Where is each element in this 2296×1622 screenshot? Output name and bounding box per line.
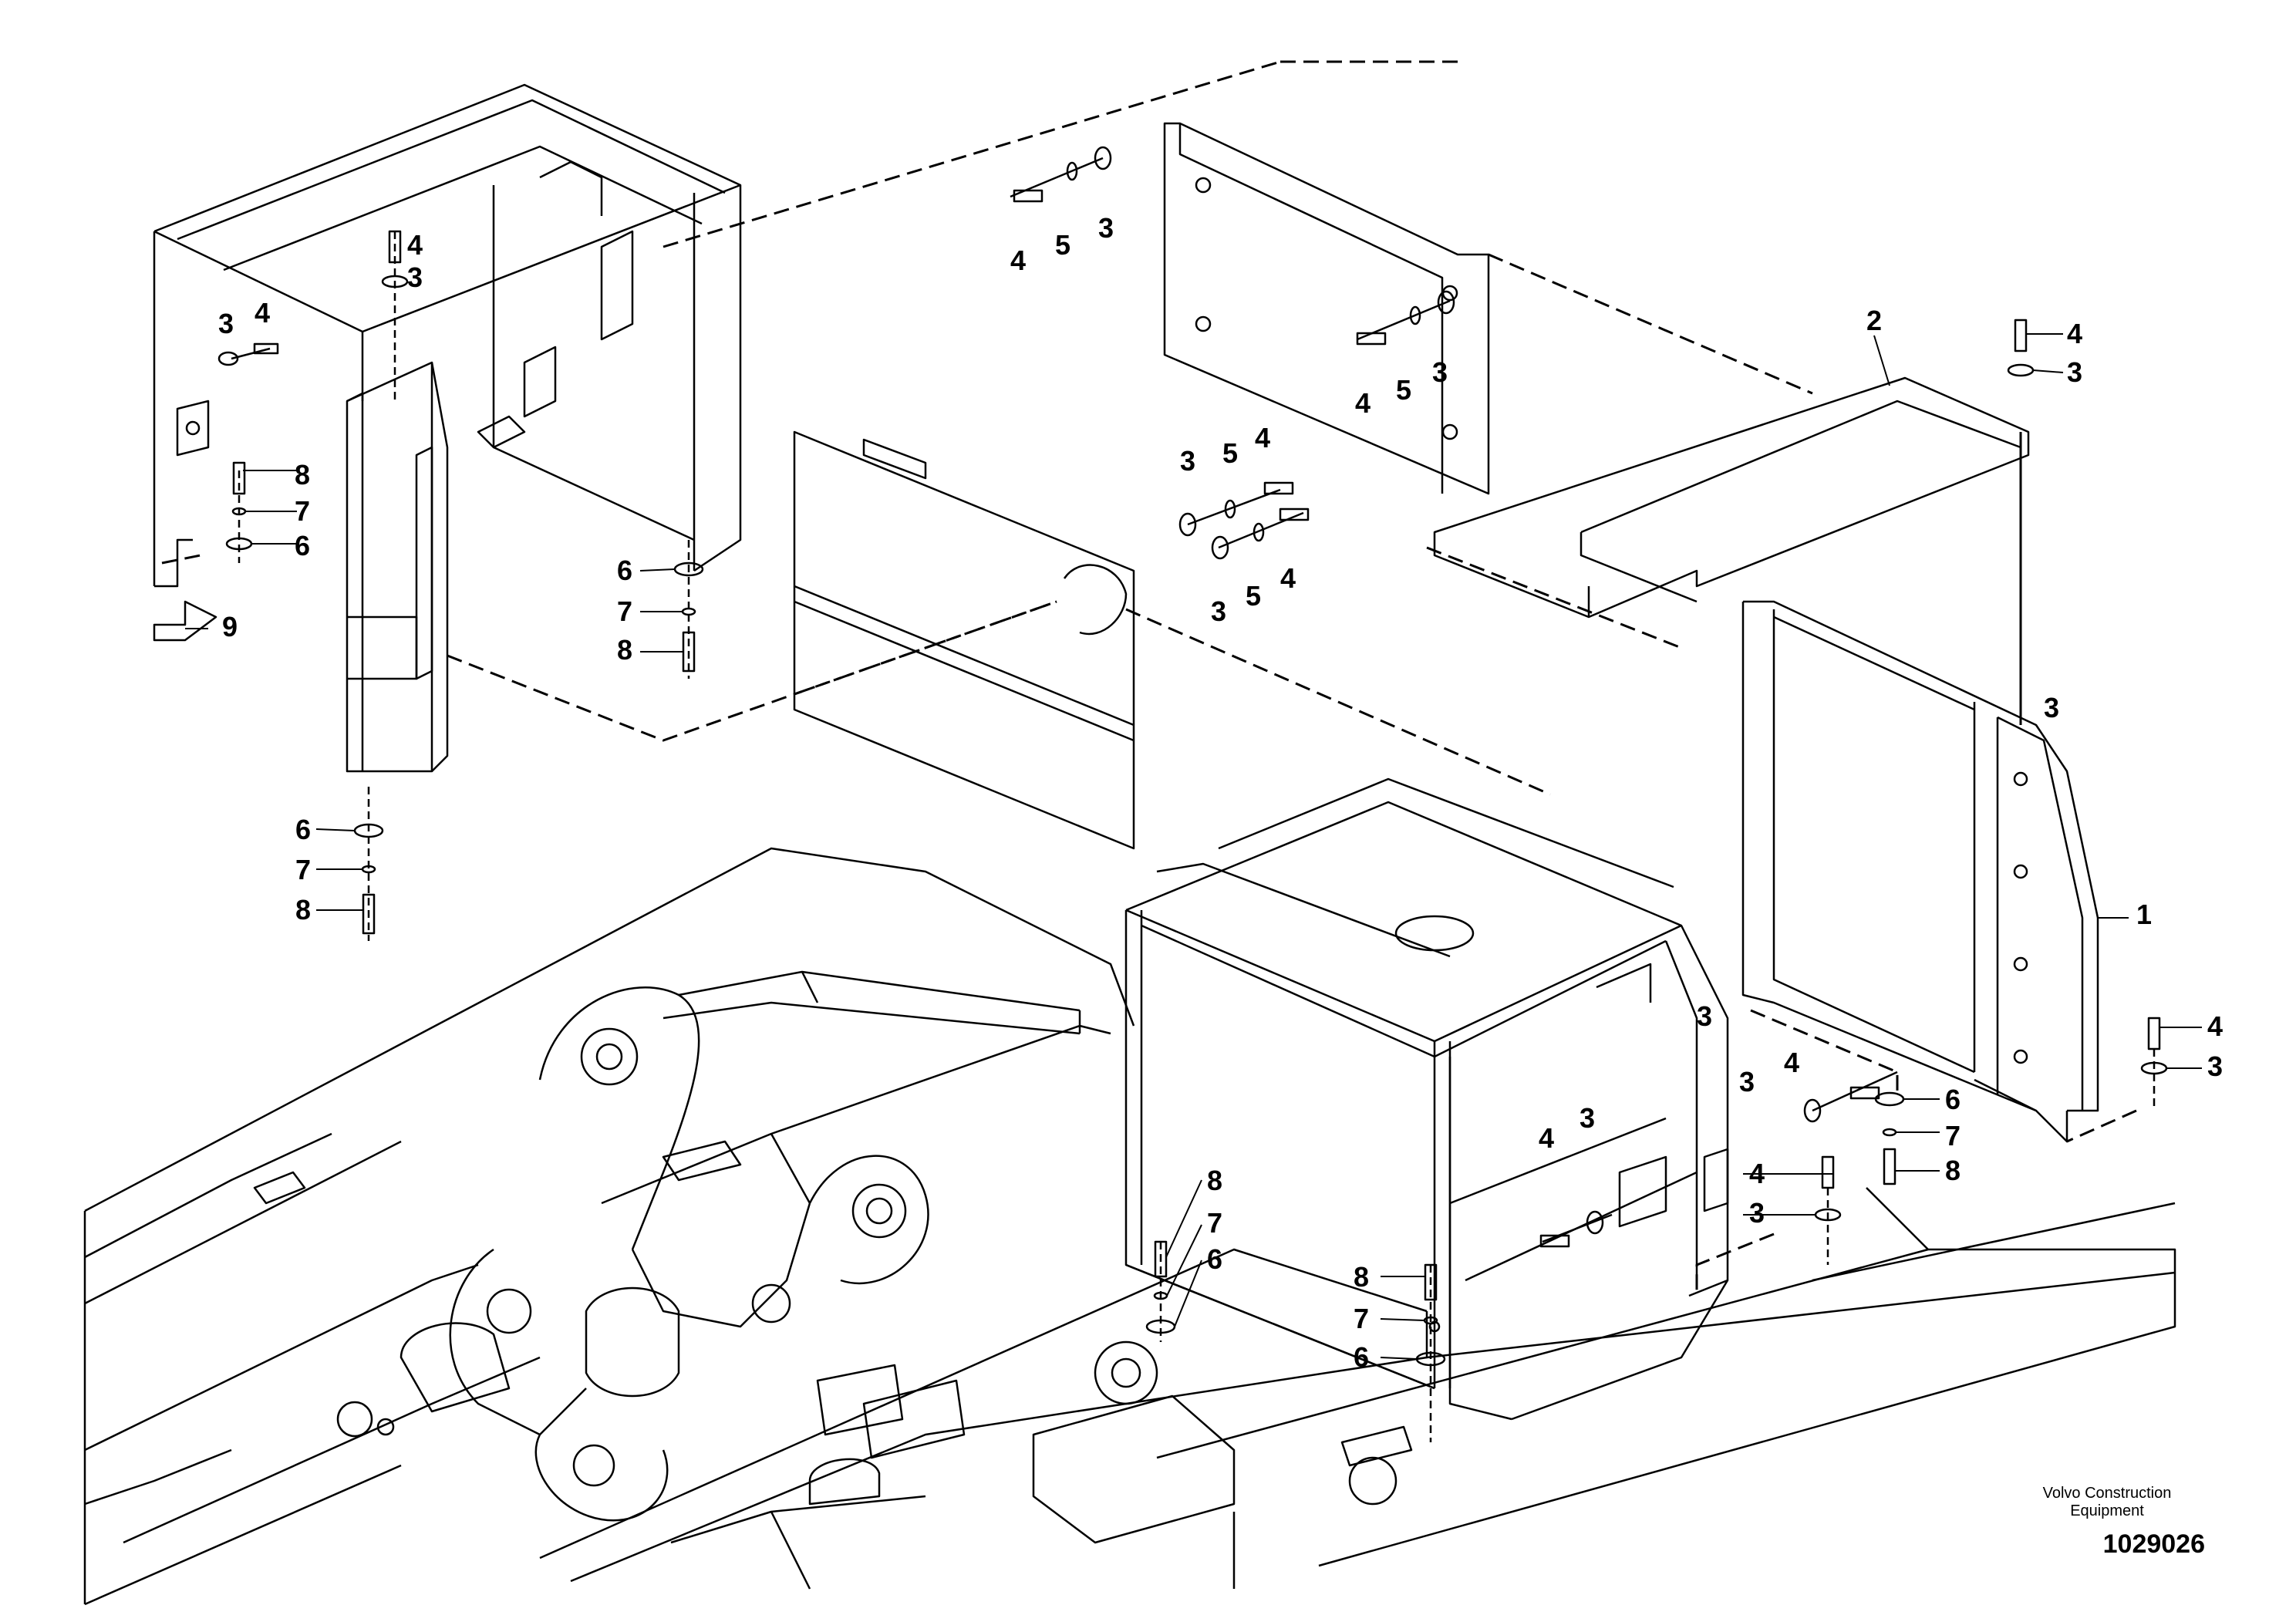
callout-4: 4 (407, 229, 423, 261)
mid-side-panel (793, 430, 1135, 850)
boom-bracket (449, 970, 1081, 1522)
callout-5: 5 (1396, 374, 1411, 406)
frame-1 (1741, 600, 2099, 1143)
callout-3: 3 (1697, 1000, 1712, 1032)
callout-8: 8 (1354, 1261, 1369, 1293)
callout-4: 4 (2067, 318, 2082, 349)
callout-8: 8 (295, 894, 311, 926)
callout-3: 3 (1580, 1102, 1595, 1134)
center-box-frame (1124, 777, 1729, 1421)
callout-3: 3 (218, 308, 234, 339)
callout-4: 4 (255, 297, 270, 329)
callout-3: 3 (1432, 356, 1448, 388)
plate-2 (1433, 376, 2030, 619)
callout-3: 3 (1180, 445, 1195, 477)
callout-3: 3 (2067, 356, 2082, 388)
callout-7: 7 (295, 854, 311, 885)
brand-label: Volvo Construction Equipment (1980, 1485, 2234, 1520)
callout-3: 3 (1098, 212, 1114, 244)
callout-7: 7 (1354, 1303, 1369, 1334)
callout-4: 4 (2207, 1010, 2223, 1042)
callout-4: 4 (1539, 1122, 1554, 1154)
callout-6: 6 (1945, 1084, 1961, 1115)
callout-5: 5 (1222, 437, 1238, 469)
callout-2: 2 (1866, 305, 1882, 336)
left-frame-assembly (153, 83, 742, 773)
callout-6: 6 (295, 530, 310, 561)
callout-4: 4 (1255, 422, 1270, 454)
callout-4: 4 (1784, 1047, 1799, 1078)
callout-4: 4 (1010, 244, 1026, 276)
callout-7: 7 (295, 495, 310, 527)
callout-9: 9 (222, 611, 238, 642)
callout-8: 8 (1945, 1155, 1961, 1186)
callout-3: 3 (1211, 595, 1226, 627)
callout-8: 8 (1207, 1165, 1222, 1196)
callout-8: 8 (295, 459, 310, 491)
callout-3: 3 (1749, 1197, 1765, 1229)
brand-line-2: Equipment (2070, 1502, 2144, 1519)
callout-6: 6 (1207, 1243, 1222, 1275)
callout-7: 7 (617, 595, 632, 627)
callout-8: 8 (617, 634, 632, 666)
assembly-leaders (161, 60, 2137, 1296)
callout-5: 5 (1246, 580, 1261, 612)
bracket-9 (153, 600, 217, 642)
machine-frame (83, 847, 2176, 1606)
callout-3: 3 (407, 261, 423, 293)
callout-5: 5 (1055, 229, 1070, 261)
label-ticks (185, 333, 2202, 1360)
callout-labels: 1 2 3 3 3 3 3 3 3 3 3 3 3 3 3 4 4 4 4 4 … (218, 212, 2223, 1373)
brand-line-1: Volvo Construction (2042, 1485, 2172, 1502)
callout-6: 6 (617, 555, 632, 586)
callout-7: 7 (1207, 1207, 1222, 1239)
callout-3: 3 (1739, 1066, 1755, 1098)
callout-1: 1 (2136, 899, 2152, 930)
drawing-number: 1029026 (2102, 1529, 2205, 1559)
callout-6: 6 (1354, 1341, 1369, 1373)
callout-6: 6 (295, 814, 311, 845)
callout-3: 3 (2207, 1050, 2223, 1082)
callout-4: 4 (1355, 387, 1371, 419)
callout-leaders (1873, 335, 2129, 919)
callout-7: 7 (1945, 1120, 1961, 1152)
fasteners (217, 146, 2168, 1442)
callout-3: 3 (2044, 692, 2059, 723)
callout-4: 4 (1280, 562, 1296, 594)
